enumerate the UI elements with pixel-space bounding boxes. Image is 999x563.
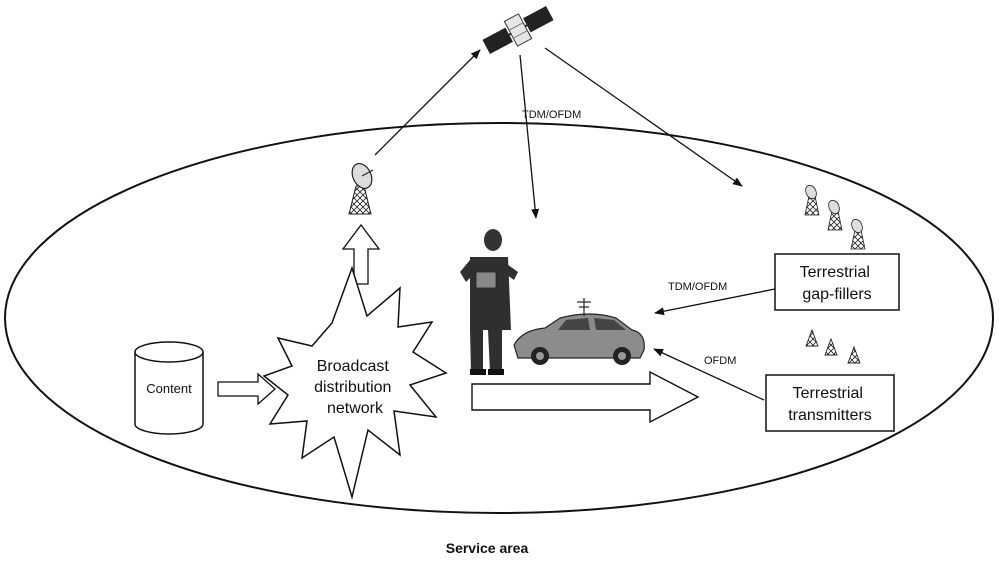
broadcast-network-starburst	[262, 265, 448, 500]
gap-fillers-box	[774, 253, 900, 311]
satellite-downlink-label: TDM/OFDM	[522, 109, 581, 121]
uplink-dish-icon	[348, 163, 374, 215]
gap-filler-tower-icon	[804, 184, 866, 250]
network-to-receiver-arrow	[471, 370, 700, 424]
transmitter-link-label: OFDM	[704, 355, 736, 367]
gapfiller-link-label: TDM/OFDM	[668, 281, 727, 293]
transmitter-to-car-arrow	[653, 348, 765, 401]
car-icon	[513, 298, 645, 365]
gap-fillers-label: Terrestrial gap-fillers	[800, 264, 875, 303]
transmitters-label: Terrestrial transmitters	[788, 385, 872, 424]
content-label: Content	[146, 381, 192, 396]
broadcast-network-label: Broadcast distribution network	[314, 358, 396, 417]
person-icon	[460, 229, 518, 375]
satellite-icon	[482, 6, 554, 54]
transmitters-box	[765, 374, 895, 432]
uplink-arrow	[374, 49, 481, 156]
satellite-to-car-arrow	[519, 54, 540, 219]
content-database-icon	[134, 341, 204, 435]
transmitter-tower-icon	[805, 328, 861, 364]
hollow-up-arrow	[341, 223, 381, 285]
content-to-network-arrow	[217, 372, 276, 406]
gapfiller-to-car-arrow	[654, 288, 776, 316]
satellite-to-gapfiller-arrow	[544, 47, 743, 187]
service-area-caption: Service area	[446, 540, 529, 556]
